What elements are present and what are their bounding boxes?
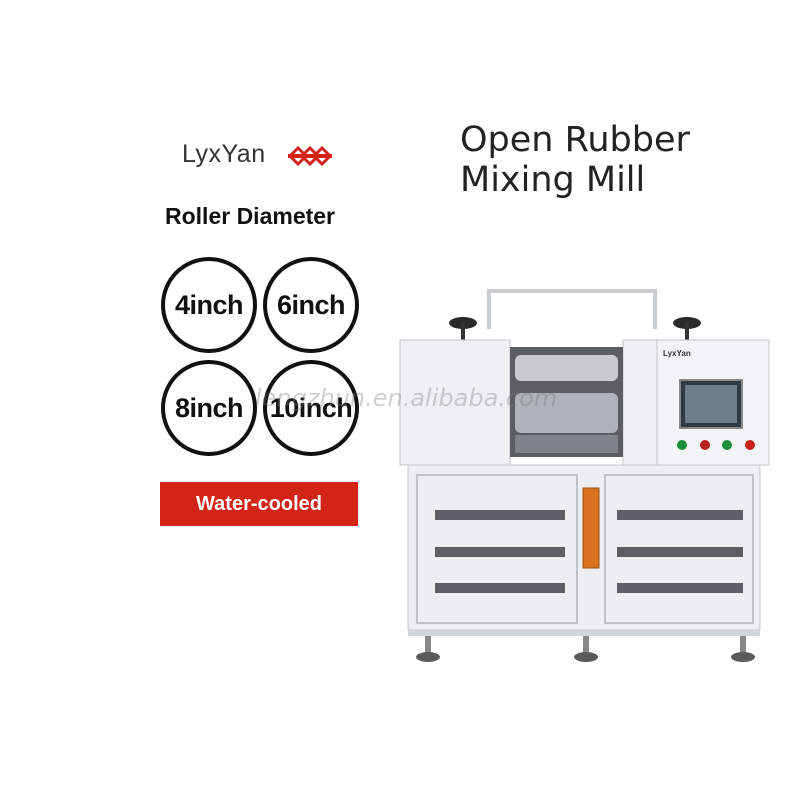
watermark: lengzhun.en.alibaba.com <box>255 384 558 412</box>
brand-name: LyxYan <box>182 140 266 168</box>
water-cooled-badge: Water-cooled <box>160 482 358 526</box>
chain-logo-icon <box>288 143 332 169</box>
size-badge-4inch: 4inch <box>161 257 257 353</box>
page-title: Open Rubber Mixing Mill <box>460 120 690 200</box>
size-badge-8inch: 8inch <box>161 360 257 456</box>
roller-diameter-label: Roller Diameter <box>165 203 336 229</box>
title-line-1: Open Rubber <box>460 120 690 160</box>
size-badge-6inch: 6inch <box>263 257 359 353</box>
panel-brand-plate: LyxYan <box>663 349 691 358</box>
title-line-2: Mixing Mill <box>460 160 646 200</box>
size-badge-10inch: 10inch <box>263 360 359 456</box>
mixing-mill-image: LyxYan <box>399 289 770 662</box>
